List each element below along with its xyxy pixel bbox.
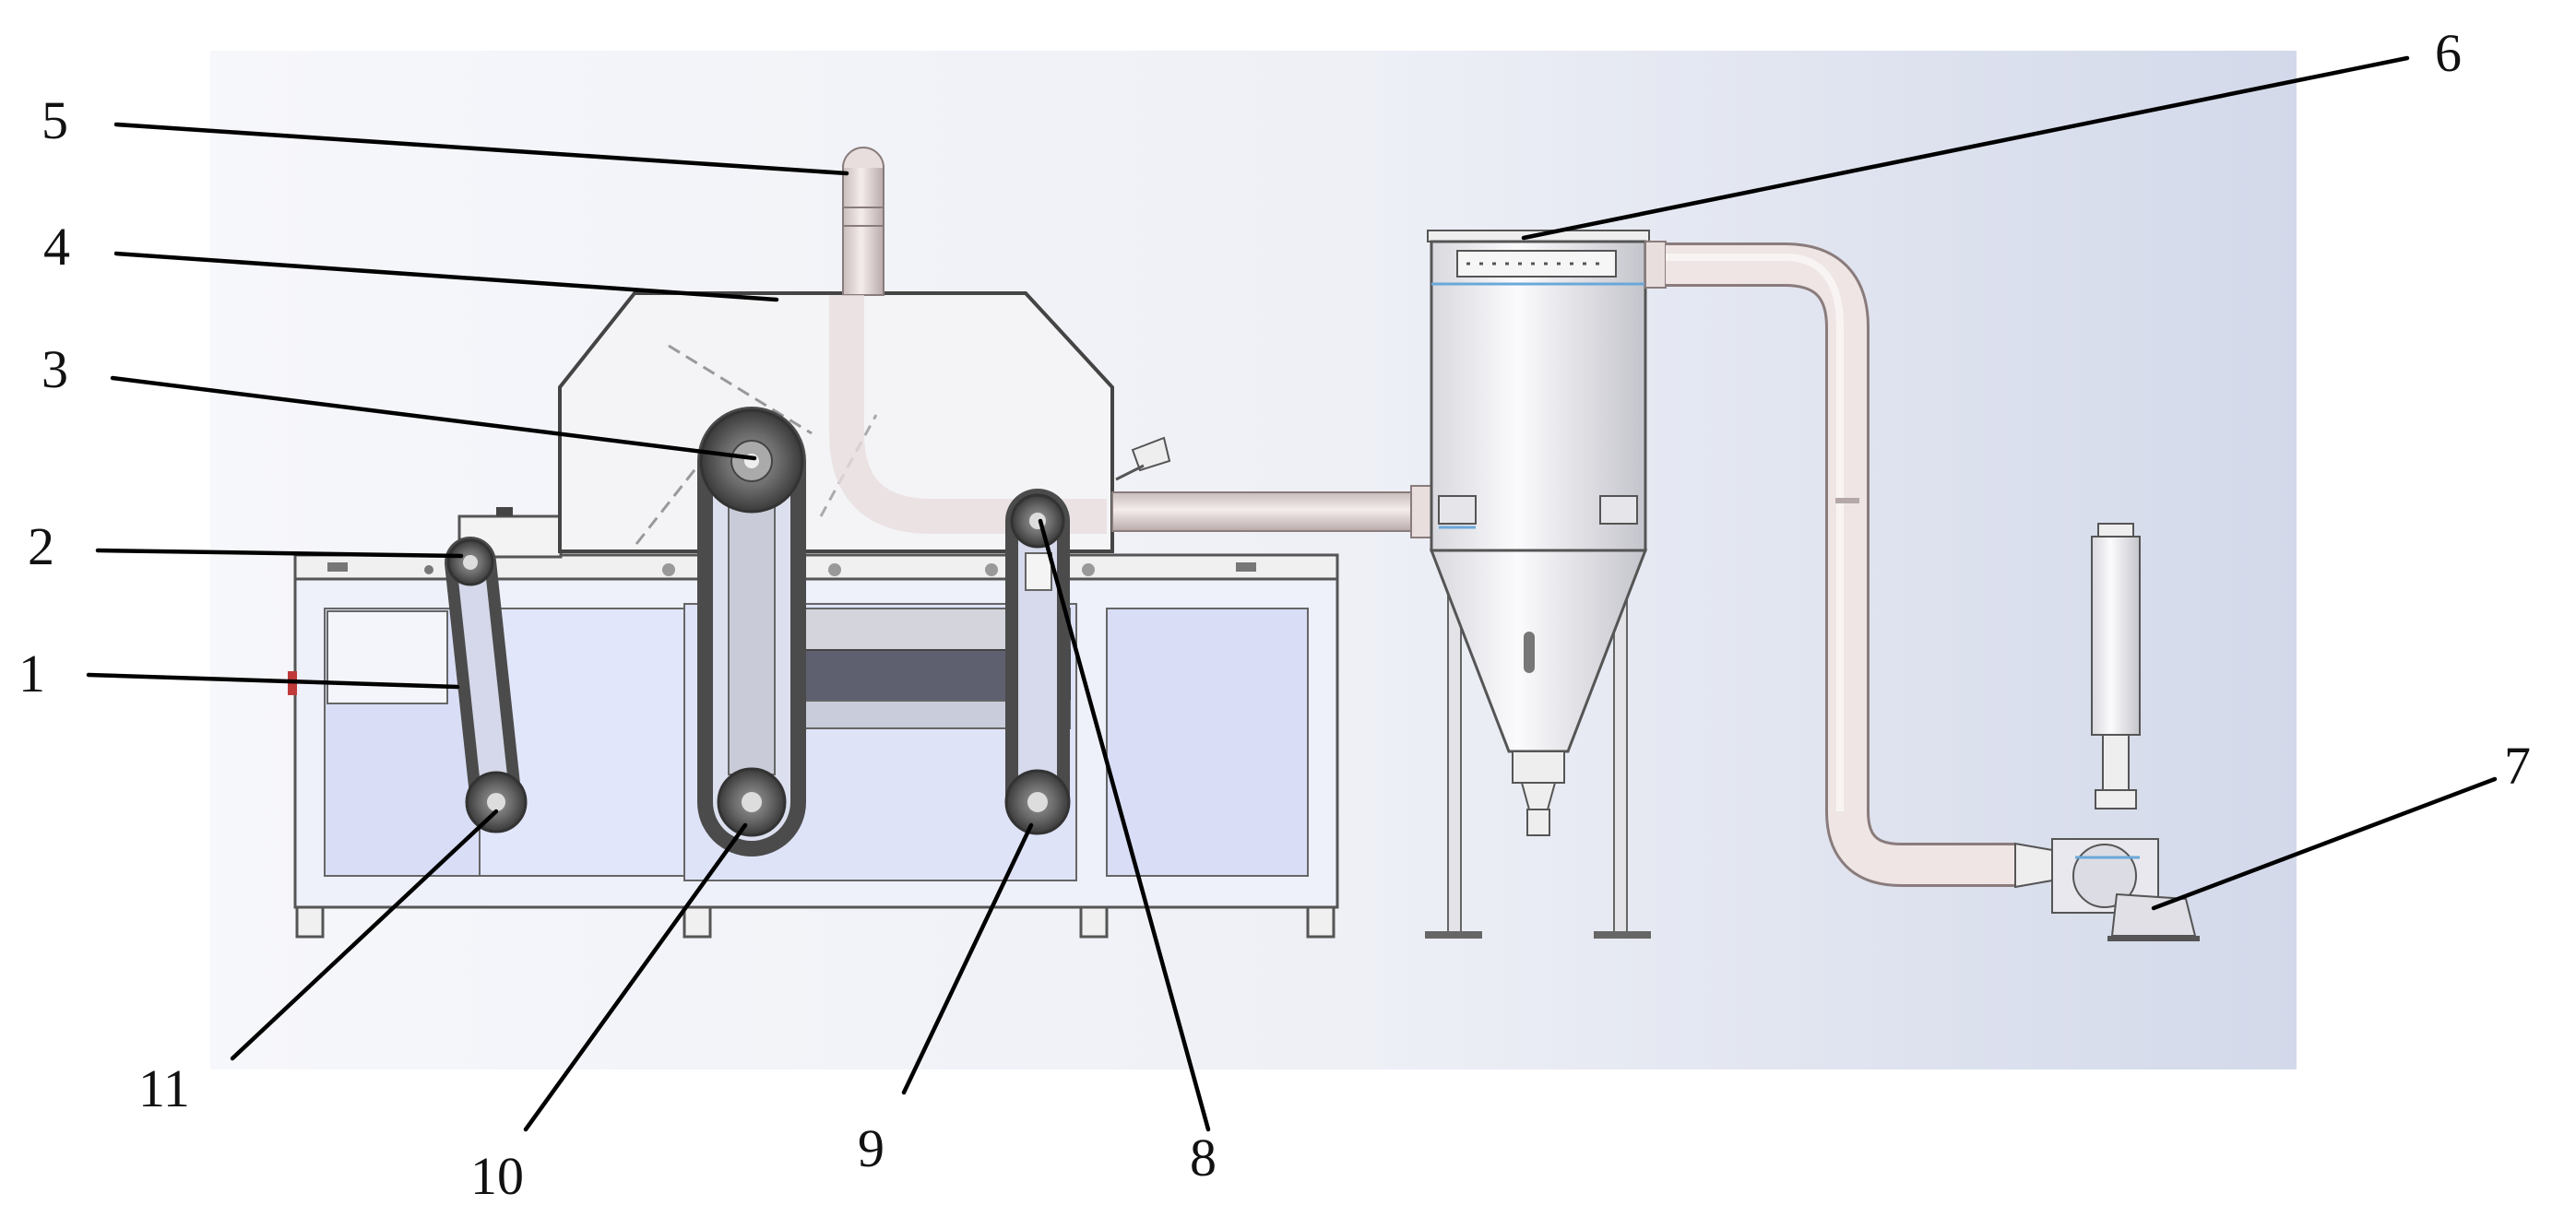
blower-fan bbox=[2051, 523, 2200, 941]
leader-10 bbox=[523, 822, 748, 1132]
leader-2 bbox=[95, 548, 464, 559]
leader-4 bbox=[113, 251, 779, 302]
callout-7: 7 bbox=[2504, 736, 2531, 796]
leader-11 bbox=[230, 809, 499, 1061]
machine-base bbox=[288, 507, 1339, 939]
leader-1 bbox=[86, 672, 460, 690]
belt-drive-10 bbox=[697, 407, 806, 857]
callout-1: 1 bbox=[18, 644, 45, 703]
leader-lines bbox=[86, 55, 2498, 1132]
callout-3: 3 bbox=[42, 339, 68, 399]
leader-6 bbox=[1521, 55, 2410, 241]
callout-labels: 1 2 3 4 5 6 7 8 9 10 11 bbox=[18, 23, 2531, 1206]
leader-8 bbox=[1038, 518, 1211, 1132]
callout-5: 5 bbox=[42, 90, 68, 150]
belt-drive-11 bbox=[445, 537, 528, 833]
suction-duct bbox=[1111, 485, 1432, 538]
cyclone-separator bbox=[1425, 230, 1667, 939]
leader-9 bbox=[901, 822, 1034, 1095]
belt-drive-9 bbox=[1004, 489, 1071, 835]
exhaust-pipe bbox=[829, 147, 1107, 534]
callout-11: 11 bbox=[138, 1058, 190, 1118]
return-pipe bbox=[1666, 242, 2053, 889]
callout-6: 6 bbox=[2435, 23, 2462, 83]
callout-9: 9 bbox=[858, 1118, 884, 1178]
callout-10: 10 bbox=[470, 1146, 524, 1206]
callout-4: 4 bbox=[43, 217, 70, 277]
leader-5 bbox=[113, 122, 849, 176]
leader-3 bbox=[110, 375, 757, 461]
leader-7 bbox=[2151, 776, 2498, 911]
callout-2: 2 bbox=[28, 516, 54, 576]
callout-8: 8 bbox=[1190, 1128, 1217, 1187]
